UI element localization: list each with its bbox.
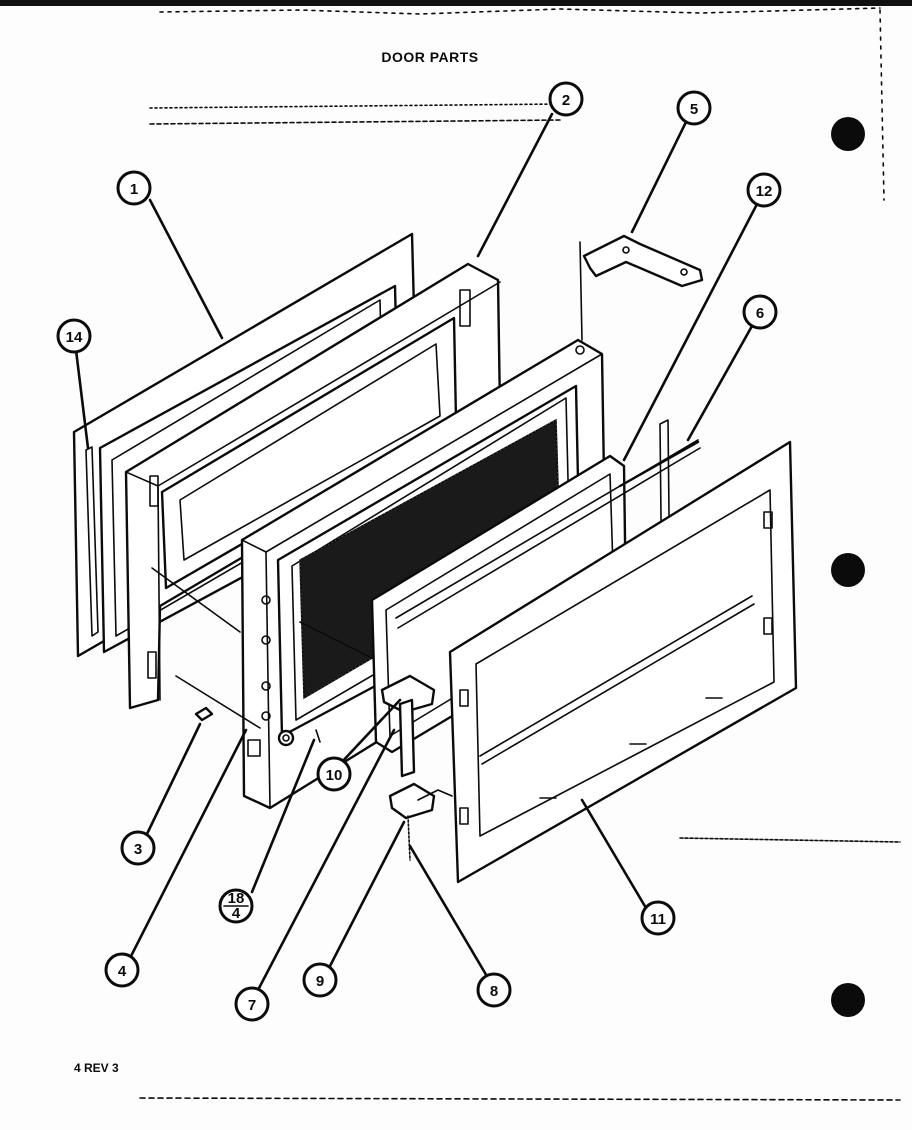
svg-text:12: 12 <box>756 183 773 200</box>
callout-2: 2 <box>548 81 584 117</box>
callout-9: 9 <box>302 962 338 998</box>
binder-hole-middle <box>831 553 865 587</box>
svg-text:5: 5 <box>690 101 698 118</box>
callout-leader-lines <box>74 112 758 992</box>
part-11-door-liner <box>448 440 798 884</box>
callout-10: 10 <box>316 756 352 792</box>
callout-8: 8 <box>476 972 512 1008</box>
binder-hole-bottom <box>831 983 865 1017</box>
callout-11: 11 <box>640 900 676 936</box>
callout-6: 6 <box>742 294 778 330</box>
svg-text:10: 10 <box>326 767 343 784</box>
callout-3: 3 <box>120 830 156 866</box>
svg-text:7: 7 <box>248 997 256 1014</box>
svg-text:18: 18 <box>228 890 245 907</box>
svg-text:8: 8 <box>490 983 498 1000</box>
svg-text:1: 1 <box>130 181 138 198</box>
svg-text:11: 11 <box>650 911 666 928</box>
svg-text:9: 9 <box>316 973 324 990</box>
svg-text:2: 2 <box>562 92 570 109</box>
svg-text:14: 14 <box>66 329 83 346</box>
callout-4: 4 <box>104 952 140 988</box>
callout-1: 1 <box>116 170 152 206</box>
part-18-nut <box>277 729 321 747</box>
callout-7: 7 <box>234 986 270 1022</box>
scan-noise-top <box>0 0 912 1101</box>
svg-text:6: 6 <box>756 305 764 322</box>
binder-hole-top <box>831 117 865 151</box>
svg-text:4: 4 <box>118 963 127 980</box>
diagram-title: DOOR PARTS <box>381 49 478 65</box>
svg-text:4: 4 <box>232 905 241 922</box>
assembly-alignment-lines <box>151 241 583 729</box>
callout-14: 14 <box>56 318 92 354</box>
callout-18-4: 18 4 <box>218 888 254 924</box>
page-footer-revision: 4 REV 3 <box>74 1061 119 1075</box>
callout-12: 12 <box>746 172 782 208</box>
callout-5: 5 <box>676 90 712 126</box>
latch-hardware-assembly <box>380 674 453 861</box>
part-5-hinge-bracket <box>582 234 704 288</box>
svg-text:3: 3 <box>134 841 142 858</box>
part-3-screw <box>194 706 214 722</box>
